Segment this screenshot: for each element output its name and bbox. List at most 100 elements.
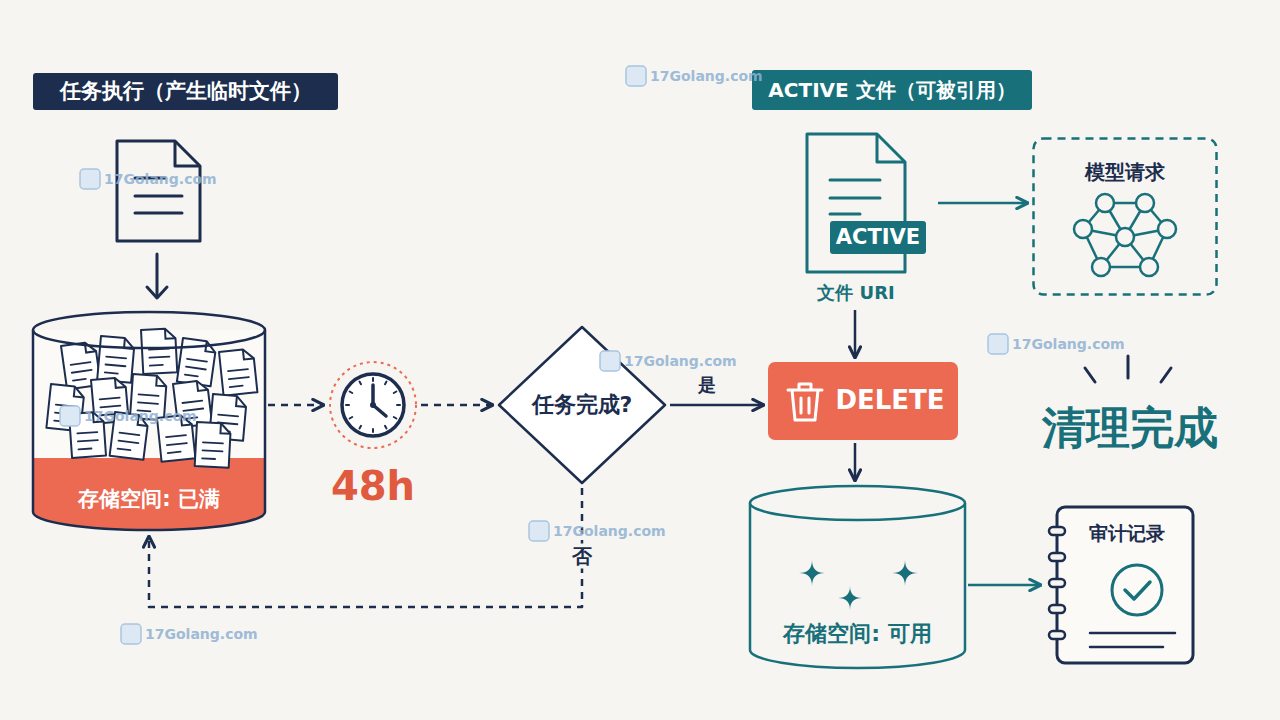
neural-node <box>1074 220 1092 238</box>
cylinder-top <box>750 486 965 520</box>
watermark-icon <box>529 521 549 541</box>
temp-file-line <box>202 442 223 459</box>
cylinder-outline <box>33 330 265 530</box>
node-shape <box>805 132 935 307</box>
delete-fill <box>768 362 958 440</box>
clock-tick <box>394 417 397 419</box>
node-text: 48h <box>318 461 428 511</box>
node-text: 审计记录 <box>1059 519 1195 549</box>
temp-file-line <box>185 359 207 378</box>
node-text: 存储空间: 已满 <box>33 482 265 516</box>
temp-file-line <box>77 432 98 449</box>
watermark: 17Golang.com <box>650 67 762 85</box>
decision-diamond: 任务完成? <box>497 325 667 485</box>
neural-node <box>1158 220 1176 238</box>
clock-tick <box>350 417 353 419</box>
temp-file-fold <box>243 348 254 359</box>
temp-file-line <box>149 349 170 366</box>
notebook-ring <box>1049 631 1065 639</box>
storage-cylinder: 存储空间: 可用 <box>750 485 965 670</box>
neural-node <box>1096 194 1114 212</box>
notebook-ring <box>1049 579 1065 587</box>
flow-arrow-head <box>147 287 167 298</box>
edge-label: 是 <box>694 374 720 397</box>
node-text: 任务执行（产生临时文件） <box>33 73 338 110</box>
sparkle <box>892 560 918 586</box>
watermark-icon <box>80 169 100 189</box>
delete-button: DELETE <box>768 362 958 440</box>
notebook-ring <box>1049 553 1065 561</box>
trash-icon <box>788 384 822 420</box>
temp-file-fold <box>115 377 126 388</box>
file-text-line <box>135 212 182 215</box>
flow-connector <box>268 404 324 407</box>
watermark: 17Golang.com <box>624 352 736 370</box>
check-mark <box>1125 582 1150 599</box>
clock-tick <box>385 382 387 385</box>
burst-line <box>1127 356 1130 378</box>
temp-file <box>97 336 135 383</box>
temp-file-line <box>228 369 250 387</box>
model-request-box: 模型请求 <box>1032 137 1218 296</box>
temp-file <box>46 384 84 431</box>
clock-tick <box>372 429 374 432</box>
clock-tick <box>360 426 362 429</box>
file-icon <box>117 141 200 241</box>
file-fold <box>877 134 905 162</box>
neural-node <box>1136 194 1154 212</box>
file-text-line <box>830 179 880 182</box>
temp-file-fold <box>205 341 216 352</box>
temp-file-line <box>166 435 188 453</box>
cylinder-top <box>33 312 265 348</box>
watermark: 17Golang.com <box>553 522 665 540</box>
file-text-line <box>830 213 860 216</box>
flow-connector <box>968 584 1041 587</box>
notebook-ring <box>1049 605 1065 613</box>
clock-tick <box>350 392 353 394</box>
temp-file-fold <box>236 396 247 407</box>
clock-tick <box>360 382 362 385</box>
node-text: 任务完成? <box>517 380 647 430</box>
clock-face <box>342 374 404 436</box>
sparkle <box>799 560 825 586</box>
notebook-line <box>1090 633 1175 647</box>
temp-file-line <box>105 357 126 375</box>
neural-icon <box>1074 194 1176 276</box>
file-node: 文件 URI ACTIVE <box>805 132 935 307</box>
flow-arrow <box>156 254 159 296</box>
node-text: 文件 URI <box>805 280 907 306</box>
edge-label: 否 <box>568 544 596 569</box>
timer-node: 48h <box>328 361 418 513</box>
diamond-outline <box>499 327 665 483</box>
watermark: 17Golang.com <box>104 170 216 188</box>
clock-tick <box>346 404 349 406</box>
watermark-icon <box>121 624 141 644</box>
temp-file-fold <box>220 423 231 434</box>
neural-node <box>1116 228 1134 246</box>
temp-file <box>219 348 257 395</box>
clock-hands <box>373 385 386 416</box>
node-text: ACTIVE 文件（可被引用） <box>752 70 1032 110</box>
temp-file-fold <box>74 387 85 398</box>
audit-log: 审计记录 <box>1045 505 1195 665</box>
notebook-ring <box>1049 527 1065 535</box>
full-band <box>33 458 265 530</box>
watermark-icon <box>988 334 1008 354</box>
burst-line <box>1161 368 1171 382</box>
neural-node <box>1140 258 1158 276</box>
badge-fill <box>830 221 926 254</box>
status-badge: ACTIVE <box>830 221 926 254</box>
node-text: 模型请求 <box>1032 157 1218 187</box>
clock-tick <box>385 426 387 429</box>
neural-node <box>1092 258 1110 276</box>
timer-ring <box>330 362 416 448</box>
flow-connector <box>938 202 1028 205</box>
file-text-line <box>135 195 182 198</box>
temp-file-line <box>118 433 140 451</box>
clock-tick <box>372 378 374 381</box>
flow-connector <box>854 310 857 358</box>
temp-file <box>141 328 177 374</box>
temp-file-fold <box>197 380 208 391</box>
file-fold <box>175 141 200 166</box>
